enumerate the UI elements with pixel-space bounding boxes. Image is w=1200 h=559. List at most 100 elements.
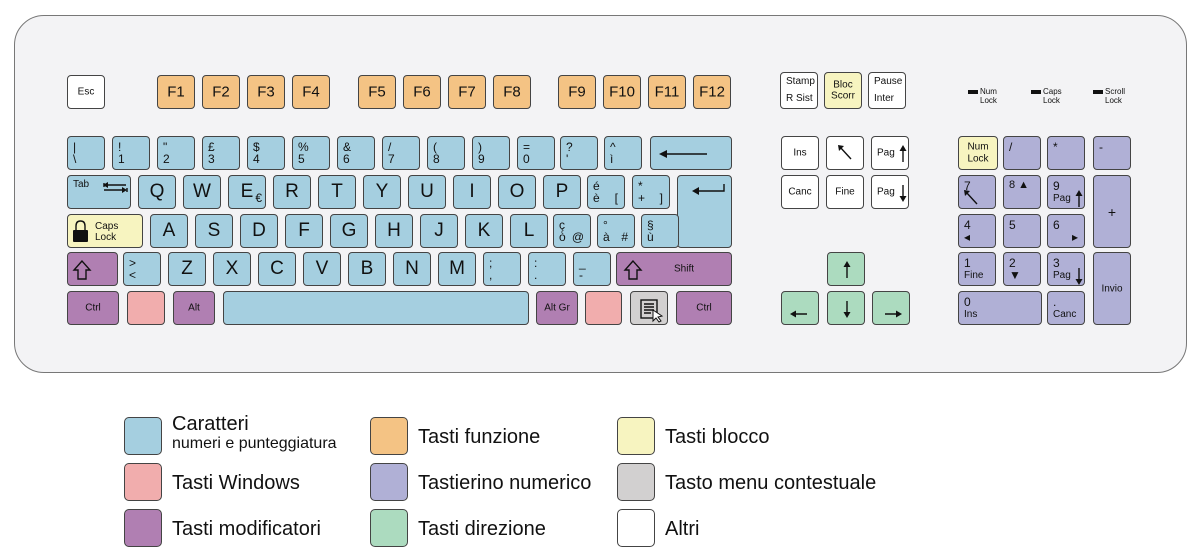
key-f6[interactable]: F6 (403, 75, 441, 109)
key-t[interactable]: T (318, 175, 356, 209)
key-n6[interactable]: 6▸ (1047, 214, 1085, 248)
key-k1[interactable]: !1 (112, 136, 150, 170)
key-k3[interactable]: £3 (202, 136, 240, 170)
key-space[interactable] (223, 291, 529, 325)
key-nadd[interactable]: + (1093, 175, 1131, 248)
key-p[interactable]: P (543, 175, 581, 209)
key-x[interactable]: X (213, 252, 251, 286)
key-altgr[interactable]: Alt Gr (536, 291, 578, 325)
key-fine[interactable]: Fine (826, 175, 864, 209)
key-f12[interactable]: F12 (693, 75, 731, 109)
key-down[interactable] (827, 291, 865, 325)
key-k0[interactable]: =0 (517, 136, 555, 170)
key-lshift[interactable] (67, 252, 118, 286)
key-k[interactable]: K (465, 214, 503, 248)
key-n8[interactable]: 8 ▲ (1003, 175, 1041, 209)
key-m[interactable]: M (438, 252, 476, 286)
key-b[interactable]: B (348, 252, 386, 286)
key-lctrl[interactable]: Ctrl (67, 291, 119, 325)
key-k9[interactable]: )9 (472, 136, 510, 170)
key-l[interactable]: L (510, 214, 548, 248)
key-ndiv[interactable]: / (1003, 136, 1041, 170)
key-v[interactable]: V (303, 252, 341, 286)
key-lwin[interactable] (127, 291, 165, 325)
key-rshift[interactable]: Shift (616, 252, 732, 286)
key-f4[interactable]: F4 (292, 75, 330, 109)
key-f8[interactable]: F8 (493, 75, 531, 109)
key-f3[interactable]: F3 (247, 75, 285, 109)
key-ki[interactable]: ^ì (604, 136, 642, 170)
key-k2[interactable]: "2 (157, 136, 195, 170)
key-agrave[interactable]: °à# (597, 214, 635, 248)
key-esc[interactable]: Esc (67, 75, 105, 109)
key-j[interactable]: J (420, 214, 458, 248)
key-n[interactable]: N (393, 252, 431, 286)
key-rctrl[interactable]: Ctrl (676, 291, 732, 325)
key-n5[interactable]: 5 (1003, 214, 1041, 248)
key-alt[interactable]: Alt (173, 291, 215, 325)
key-bloc[interactable]: Bloc Scorr (824, 72, 862, 109)
key-comma[interactable]: ;, (483, 252, 521, 286)
key-n2[interactable]: 2▼ (1003, 252, 1041, 286)
key-tab[interactable]: Tab (67, 175, 131, 209)
key-s[interactable]: S (195, 214, 233, 248)
key-nsub[interactable]: - (1093, 136, 1131, 170)
key-d[interactable]: D (240, 214, 278, 248)
key-ndot[interactable]: .Canc (1047, 291, 1085, 325)
key-pgdn[interactable]: Pag (871, 175, 909, 209)
key-nmul[interactable]: * (1047, 136, 1085, 170)
key-f[interactable]: F (285, 214, 323, 248)
key-k7[interactable]: /7 (382, 136, 420, 170)
key-left[interactable] (781, 291, 819, 325)
key-i[interactable]: I (453, 175, 491, 209)
key-numlock[interactable]: Num Lock (958, 136, 998, 170)
key-f11[interactable]: F11 (648, 75, 686, 109)
key-pgup[interactable]: Pag (871, 136, 909, 170)
key-f5[interactable]: F5 (358, 75, 396, 109)
key-n4[interactable]: 4◂ (958, 214, 996, 248)
key-o[interactable]: O (498, 175, 536, 209)
key-k8[interactable]: (8 (427, 136, 465, 170)
key-nenter[interactable]: Invio (1093, 252, 1131, 325)
key-lt[interactable]: >< (123, 252, 161, 286)
key-kq[interactable]: ?' (560, 136, 598, 170)
key-plus[interactable]: *+] (632, 175, 670, 209)
key-y[interactable]: Y (363, 175, 401, 209)
key-back[interactable] (650, 136, 732, 170)
key-f10[interactable]: F10 (603, 75, 641, 109)
key-c[interactable]: C (258, 252, 296, 286)
key-g[interactable]: G (330, 214, 368, 248)
key-f2[interactable]: F2 (202, 75, 240, 109)
key-f1[interactable]: F1 (157, 75, 195, 109)
key-k5[interactable]: %5 (292, 136, 330, 170)
key-f9[interactable]: F9 (558, 75, 596, 109)
key-period[interactable]: :. (528, 252, 566, 286)
key-h[interactable]: H (375, 214, 413, 248)
key-right[interactable] (872, 291, 910, 325)
key-home[interactable] (826, 136, 864, 170)
key-r[interactable]: R (273, 175, 311, 209)
key-e[interactable]: E€ (228, 175, 266, 209)
key-rwin[interactable] (585, 291, 622, 325)
key-minus[interactable]: _- (573, 252, 611, 286)
key-f7[interactable]: F7 (448, 75, 486, 109)
key-q[interactable]: Q (138, 175, 176, 209)
key-ins[interactable]: Ins (781, 136, 819, 170)
key-z[interactable]: Z (168, 252, 206, 286)
key-enter[interactable] (677, 175, 732, 248)
key-menu[interactable] (630, 291, 668, 325)
key-ugrave[interactable]: §ù (641, 214, 679, 248)
key-n7[interactable]: 7 (958, 175, 996, 209)
key-u[interactable]: U (408, 175, 446, 209)
key-bslash[interactable]: |\ (67, 136, 105, 170)
key-canc[interactable]: Canc (781, 175, 819, 209)
